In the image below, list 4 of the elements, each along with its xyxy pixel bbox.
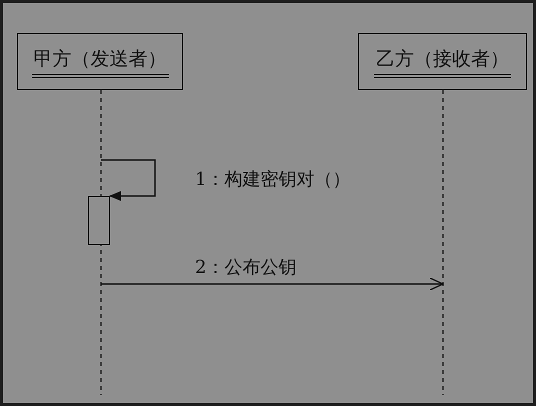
message-arrow <box>101 159 156 201</box>
message-arrow <box>101 277 444 291</box>
participant-name: 乙方（接收者） <box>374 46 511 78</box>
participant-name: 甲方（发送者） <box>32 46 168 78</box>
